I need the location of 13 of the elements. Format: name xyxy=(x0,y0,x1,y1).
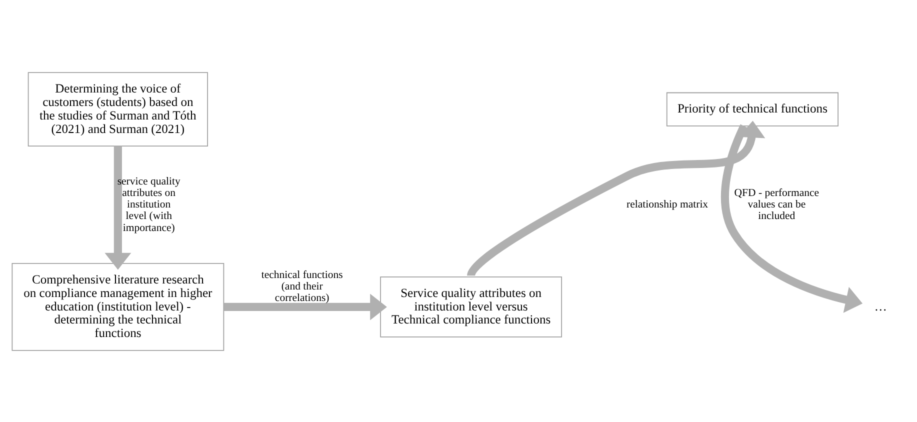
node-box: Priority of technical functions xyxy=(666,92,838,126)
node-text: … xyxy=(874,298,887,313)
node-box: Determining the voice of customers (students) based on the studies of Surman and Tóth (2021) and Surman (2021) xyxy=(28,72,208,146)
node-box: Service quality attributes on institution level versus Technical compliance functions xyxy=(380,276,562,337)
arrow xyxy=(104,146,132,270)
arrow xyxy=(720,124,863,312)
edge-label: technical functions (and their correlations) xyxy=(261,268,343,304)
node-box: Comprehensive literature research on compliance management in higher education (institution level) - determining the technical functions xyxy=(12,262,224,350)
arrow xyxy=(467,120,766,277)
edge-label: QFD - performance values can be included xyxy=(734,186,820,222)
arrow xyxy=(224,293,387,320)
edge-label: service quality attributes on institution level (with importance) xyxy=(117,174,180,234)
edge-label: relationship matrix xyxy=(626,198,708,210)
